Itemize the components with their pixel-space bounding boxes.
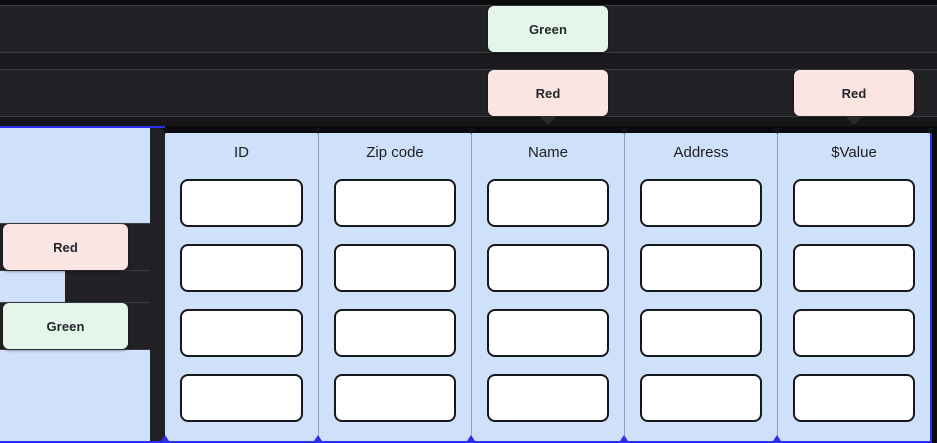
column-tick-up-icon bbox=[620, 435, 628, 441]
table-cell-zip-2[interactable] bbox=[334, 244, 456, 292]
table-cell-value-1[interactable] bbox=[793, 179, 915, 227]
left-panel-dark-block bbox=[65, 271, 150, 302]
column-tick-down-icon bbox=[926, 128, 934, 134]
table-cell-value-3[interactable] bbox=[793, 309, 915, 357]
tooltip-red-right: Red bbox=[794, 70, 914, 125]
background-row-second bbox=[0, 70, 937, 116]
column-header-zip: Zip code bbox=[366, 144, 424, 161]
left-panel-block-divider bbox=[0, 223, 150, 224]
column-tick-up-icon bbox=[314, 435, 322, 441]
vertical-divider-bar bbox=[150, 128, 165, 441]
column-header-name: Name bbox=[527, 144, 568, 161]
table-cell-address-2[interactable] bbox=[640, 244, 762, 292]
column-tick-down-icon bbox=[773, 128, 781, 134]
table-cell-zip-3[interactable] bbox=[334, 309, 456, 357]
column-header-value: $Value bbox=[831, 144, 877, 161]
table-column-id: ID bbox=[165, 133, 318, 441]
column-header-id: ID bbox=[234, 144, 249, 161]
table-cell-zip-4[interactable] bbox=[334, 374, 456, 422]
tooltip-label: Green bbox=[46, 318, 85, 334]
background-gap bbox=[0, 53, 937, 69]
table-cell-address-4[interactable] bbox=[640, 374, 762, 422]
tooltip-arrow-down-icon bbox=[539, 116, 557, 125]
table-column-value: $Value bbox=[777, 133, 930, 441]
table-cell-value-2[interactable] bbox=[793, 244, 915, 292]
table-cell-name-4[interactable] bbox=[487, 374, 609, 422]
background-row-top bbox=[0, 6, 937, 52]
tooltip-red-left: Red bbox=[3, 224, 128, 270]
table-cell-id-4[interactable] bbox=[180, 374, 303, 422]
tooltip-label: Red bbox=[841, 85, 867, 101]
column-tick-up-icon bbox=[773, 435, 781, 441]
table-cell-value-4[interactable] bbox=[793, 374, 915, 422]
left-panel-block-divider bbox=[0, 302, 150, 303]
tooltip-green-left: Green bbox=[3, 303, 128, 349]
background-row-divider bbox=[0, 5, 937, 6]
column-tick-up-icon bbox=[467, 435, 475, 441]
column-tick-down-icon bbox=[314, 128, 322, 134]
left-panel-block-divider bbox=[0, 270, 150, 271]
table-column-zip: Zip code bbox=[318, 133, 471, 441]
table-column-address: Address bbox=[624, 133, 777, 441]
table-cell-name-1[interactable] bbox=[487, 179, 609, 227]
table-cell-id-2[interactable] bbox=[180, 244, 303, 292]
tooltip-label: Green bbox=[528, 21, 568, 37]
table-cell-id-3[interactable] bbox=[180, 309, 303, 357]
column-tick-down-icon bbox=[467, 128, 475, 134]
column-tick-down-icon bbox=[620, 128, 628, 134]
table-cell-zip-1[interactable] bbox=[334, 179, 456, 227]
tooltip-label: Red bbox=[53, 239, 78, 255]
background-row-divider bbox=[0, 116, 937, 117]
table-cell-address-3[interactable] bbox=[640, 309, 762, 357]
tooltip-label: Red bbox=[535, 85, 561, 101]
column-header-address: Address bbox=[673, 144, 729, 161]
background-row-divider bbox=[0, 52, 937, 53]
tooltip-arrow-down-icon bbox=[845, 116, 863, 125]
left-panel-block-divider bbox=[0, 349, 150, 350]
table-column-name: Name bbox=[471, 133, 624, 441]
table-cell-name-3[interactable] bbox=[487, 309, 609, 357]
table-cell-id-1[interactable] bbox=[180, 179, 303, 227]
table-panel: ID Zip code Name Address bbox=[165, 133, 932, 443]
background-row-divider bbox=[0, 69, 937, 70]
column-tick-down-icon bbox=[161, 128, 169, 134]
table-cell-name-2[interactable] bbox=[487, 244, 609, 292]
tooltip-green-top: Green bbox=[488, 6, 608, 52]
column-tick-up-icon bbox=[161, 435, 169, 441]
tooltip-red-center: Red bbox=[488, 70, 608, 125]
background-gap bbox=[0, 117, 937, 126]
table-cell-address-1[interactable] bbox=[640, 179, 762, 227]
